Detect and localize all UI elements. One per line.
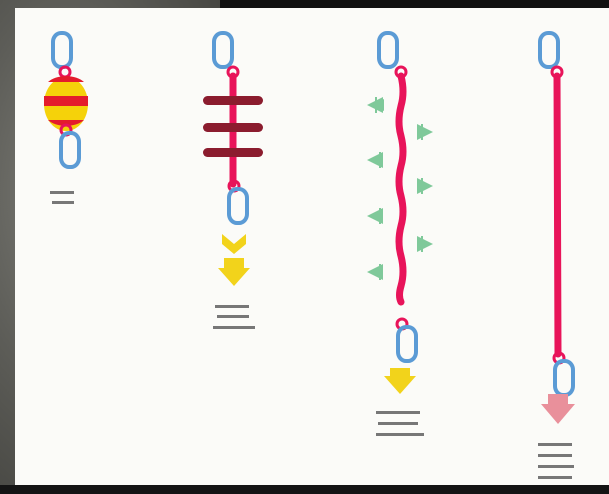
force-chevron-icon xyxy=(222,234,246,254)
blurred-caption-text xyxy=(205,303,265,337)
blurred-caption-text xyxy=(368,409,436,447)
carabiner-icon xyxy=(53,33,71,67)
blurred-caption-text xyxy=(530,441,582,491)
diagram-plain-sling xyxy=(540,33,575,424)
absorber-stripe-icon xyxy=(44,96,88,106)
force-arrow-icon xyxy=(541,394,575,424)
caption-elastic-absorber xyxy=(368,400,436,450)
carabiner-icon xyxy=(379,33,397,67)
carabiner-icon xyxy=(229,189,247,223)
force-arrow-icon xyxy=(384,368,416,394)
absorber-bar-icon xyxy=(203,123,263,132)
sling-icon xyxy=(557,76,558,354)
carabiner-icon xyxy=(61,133,79,167)
carabiner-icon xyxy=(555,361,573,395)
diagram-bar-absorber xyxy=(203,33,263,286)
diagram-compact-absorber xyxy=(44,33,88,167)
caption-compact-absorber xyxy=(44,180,84,212)
sling-icon xyxy=(399,76,403,302)
carabiner-icon xyxy=(214,33,232,67)
carabiner-icon xyxy=(540,33,558,67)
absorber-bar-icon xyxy=(203,96,263,105)
ring-icon xyxy=(60,67,70,77)
carabiner-icon xyxy=(398,327,416,361)
force-arrow-icon xyxy=(218,258,250,286)
absorber-top-icon xyxy=(48,76,84,82)
blurred-caption-text xyxy=(44,189,84,209)
absorber-bar-icon xyxy=(203,148,263,157)
diagram-elastic-absorber xyxy=(367,33,433,394)
caption-bar-absorber xyxy=(205,294,265,340)
